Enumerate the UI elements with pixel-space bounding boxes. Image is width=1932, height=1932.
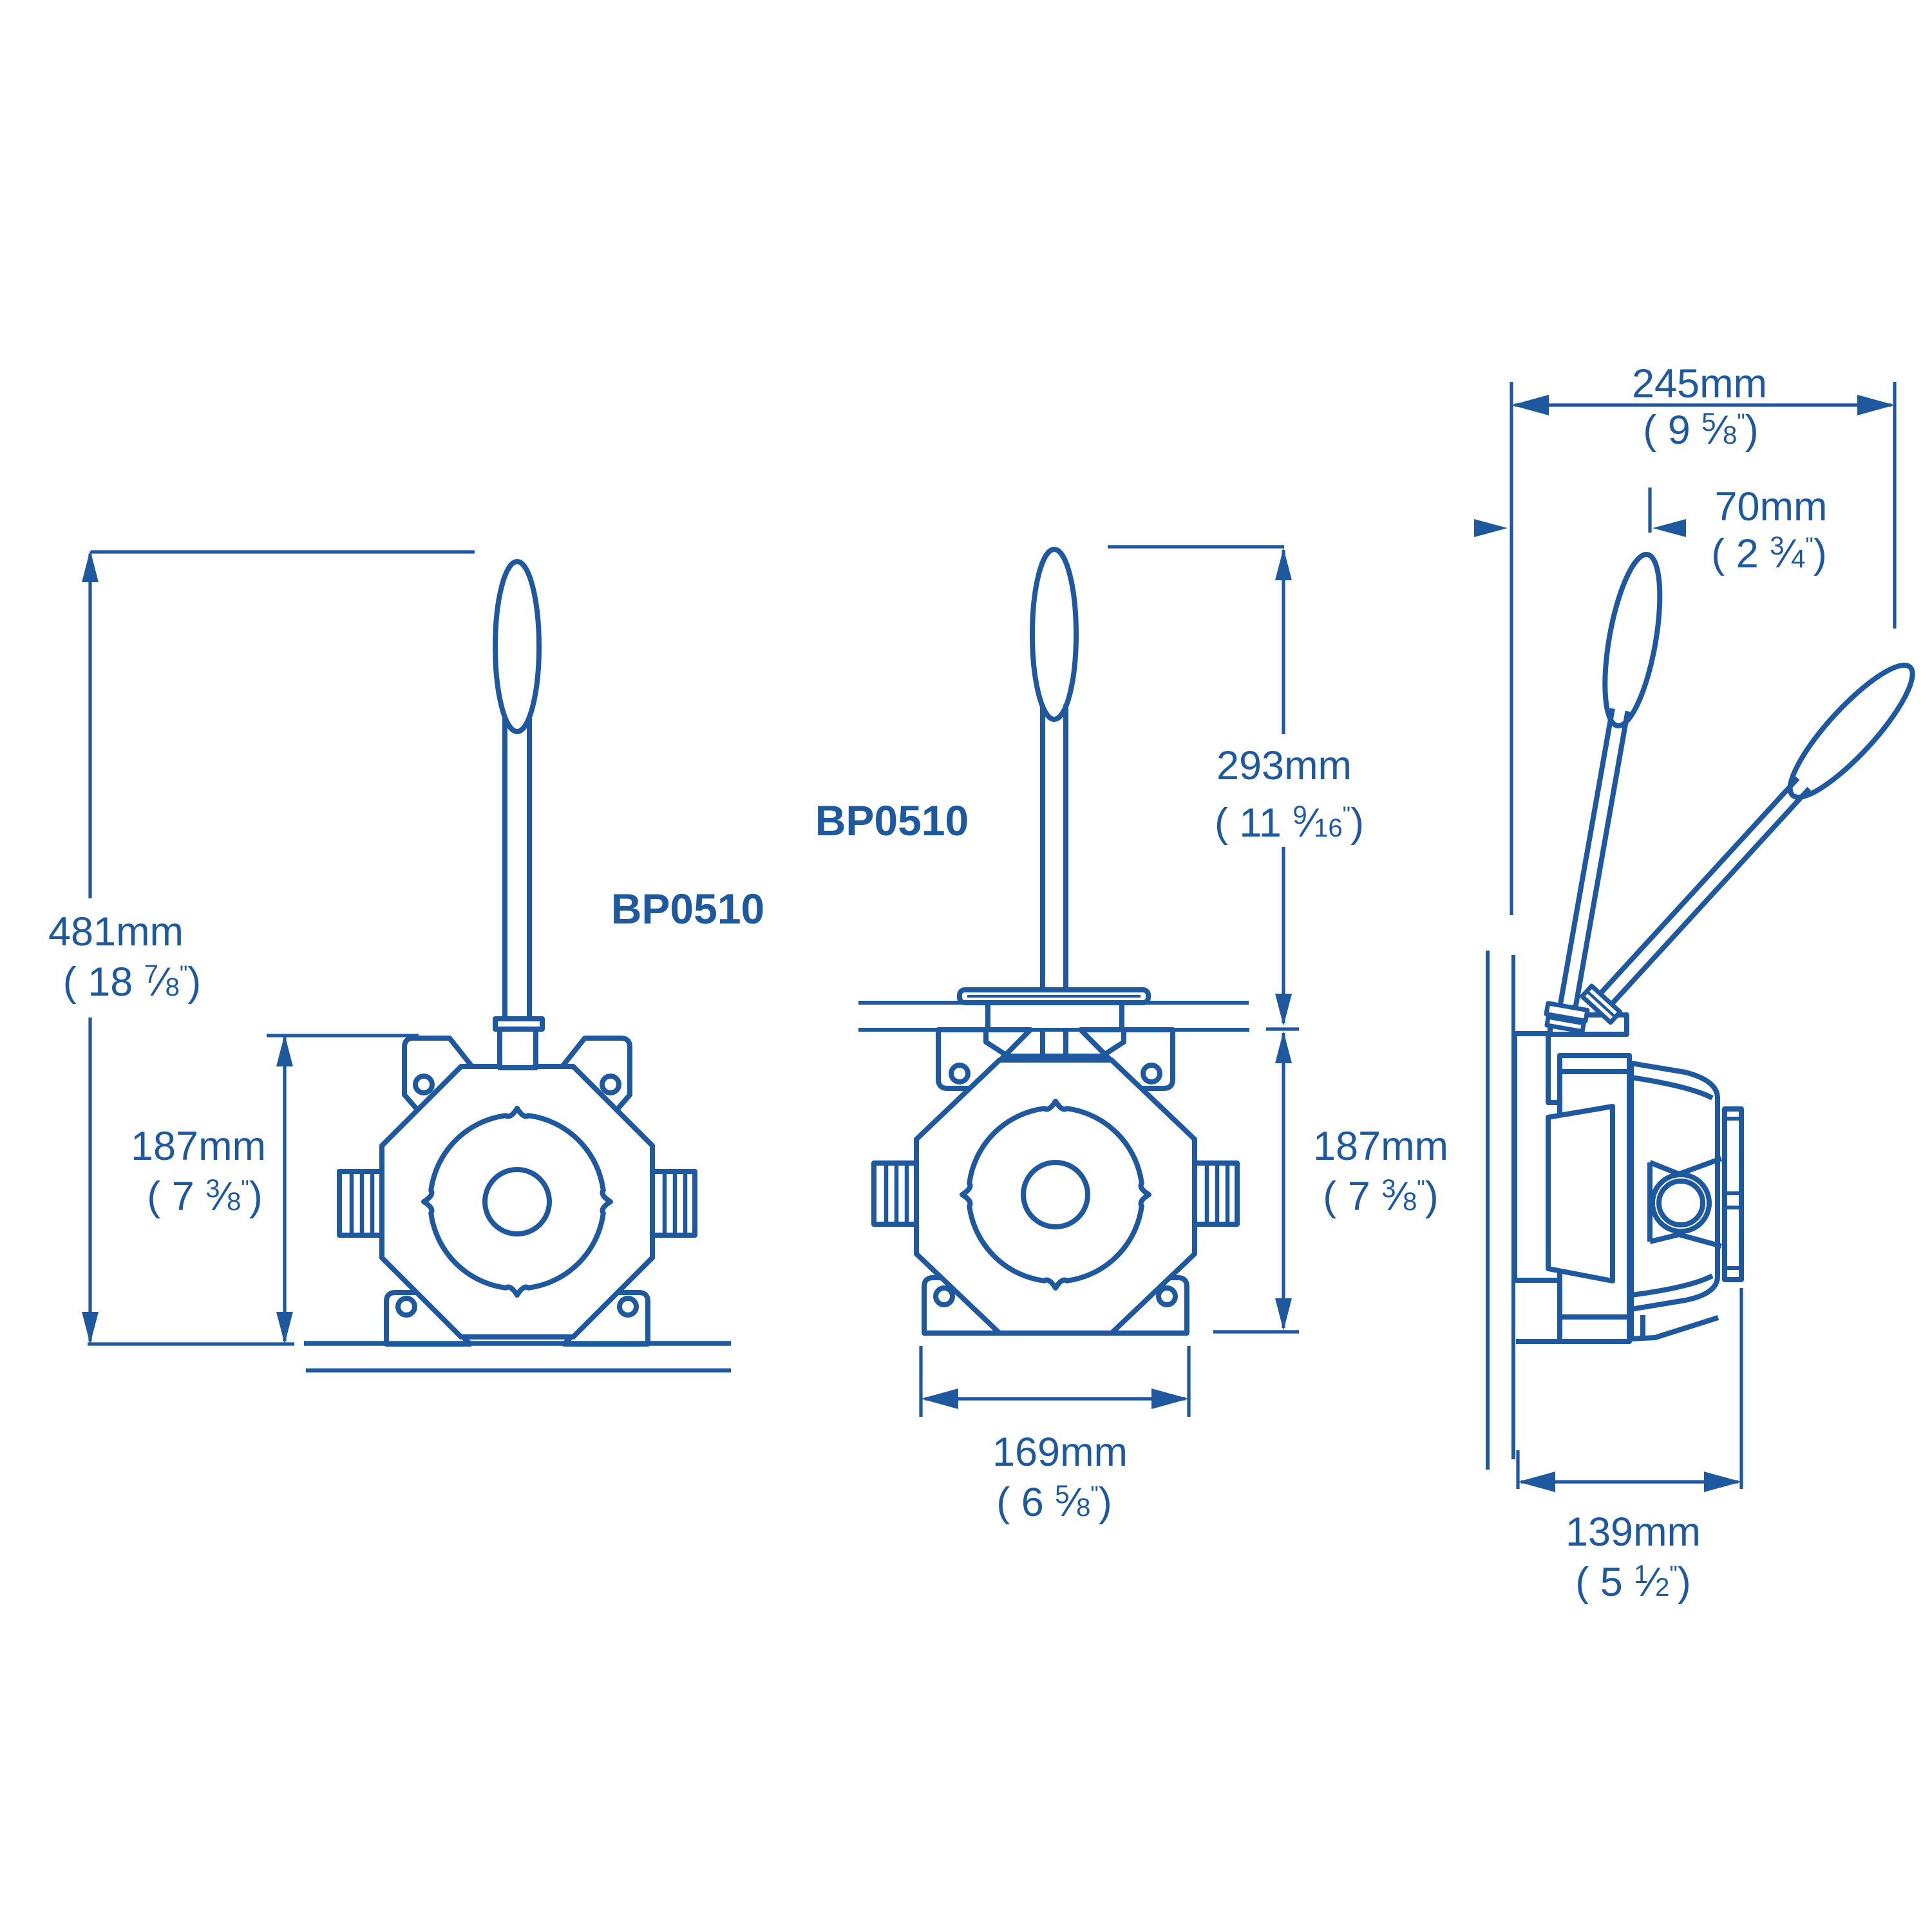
svg-text:481mm: 481mm: [48, 909, 184, 954]
svg-text:293mm: 293mm: [1217, 743, 1352, 788]
svg-text:70mm: 70mm: [1714, 484, 1827, 529]
svg-text:( 5 1⁄2"): ( 5 1⁄2"): [1575, 1560, 1690, 1605]
svg-text:169mm: 169mm: [992, 1430, 1128, 1475]
svg-text:BP0510: BP0510: [815, 797, 969, 844]
svg-text:139mm: 139mm: [1566, 1510, 1701, 1555]
svg-text:BP0510: BP0510: [611, 885, 765, 933]
svg-text:187mm: 187mm: [131, 1124, 266, 1169]
svg-text:187mm: 187mm: [1313, 1124, 1448, 1169]
svg-text:245mm: 245mm: [1632, 361, 1767, 406]
svg-text:( 18 7⁄8"): ( 18 7⁄8"): [63, 960, 202, 1005]
